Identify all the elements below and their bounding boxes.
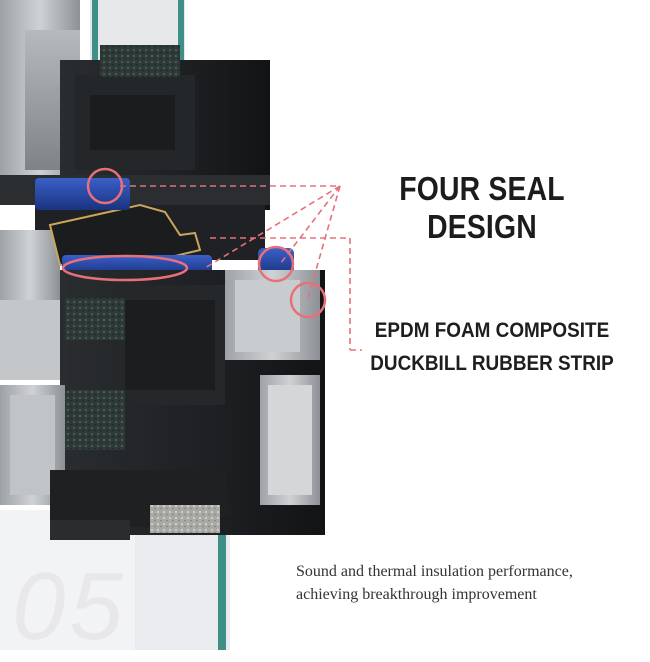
subheading-line-1: EPDM FOAM COMPOSITE bbox=[374, 318, 610, 342]
description-line-2: achieving breakthrough improvement bbox=[296, 586, 537, 603]
watermark-number: 05 bbox=[12, 553, 127, 660]
seal-highlight-4 bbox=[289, 281, 327, 319]
subheading-line-2: DUCKBILL RUBBER STRIP bbox=[370, 351, 614, 375]
headline: FOUR SEAL DESIGN bbox=[399, 170, 565, 245]
lower-glass bbox=[130, 520, 230, 650]
seal-top bbox=[35, 178, 130, 210]
seal-highlight-2 bbox=[61, 254, 189, 282]
description-line-1: Sound and thermal insulation performance… bbox=[296, 563, 573, 580]
callout-lines bbox=[120, 185, 362, 351]
thermal-foam-upper bbox=[65, 298, 125, 340]
seal-right-1 bbox=[258, 248, 294, 276]
seal-highlight-3 bbox=[257, 245, 295, 283]
thermal-foam-lower bbox=[65, 390, 125, 450]
seal-highlight-1 bbox=[86, 167, 124, 205]
